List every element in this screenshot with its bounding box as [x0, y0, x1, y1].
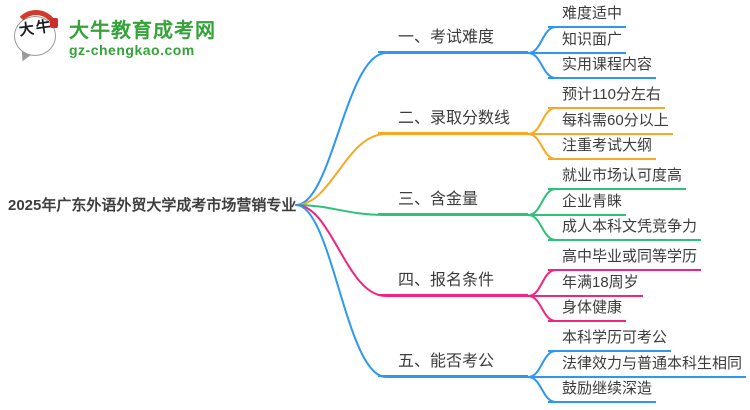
branch-node: 一、考试难度	[378, 28, 528, 53]
logo-text-block: 大牛教育成考网 gz-chengkao.com	[69, 10, 216, 59]
child-node: 年满18周岁	[548, 273, 643, 297]
child-node: 预计110分左右	[548, 85, 665, 109]
child-node: 难度适中	[548, 4, 627, 28]
daniu-logo-icon: 大牛	[12, 10, 62, 64]
site-logo: 大牛 大牛教育成考网 gz-chengkao.com	[12, 10, 216, 64]
child-node: 身体健康	[548, 298, 627, 322]
child-node: 高中毕业或同等学历	[548, 247, 702, 271]
child-node: 成人本科文凭竞争力	[548, 217, 702, 241]
logo-red-arc	[13, 10, 59, 36]
seal-icon	[50, 18, 58, 28]
child-node: 注重考试大纲	[548, 136, 657, 160]
child-node: 实用课程内容	[548, 55, 657, 79]
child-node: 就业市场认可度高	[548, 166, 687, 190]
branch-node: 三、含金量	[378, 190, 528, 215]
child-node: 本科学历可考公	[548, 328, 672, 352]
child-node: 鼓励继续深造	[548, 379, 657, 403]
root-topic: 2025年广东外语外贸大学成考市场营销专业	[8, 197, 297, 214]
child-node: 知识面广	[548, 30, 627, 54]
child-node: 企业青睐	[548, 192, 627, 216]
child-node: 每科需60分以上	[548, 111, 673, 135]
logo-domain: gz-chengkao.com	[69, 42, 195, 58]
branch-node: 四、报名条件	[378, 271, 528, 296]
child-node: 法律效力与普通本科生相同	[548, 354, 747, 378]
branch-node: 二、录取分数线	[378, 109, 528, 134]
logo-brand-name: 大牛教育成考网	[69, 20, 216, 42]
branch-node: 五、能否考公	[378, 352, 528, 377]
